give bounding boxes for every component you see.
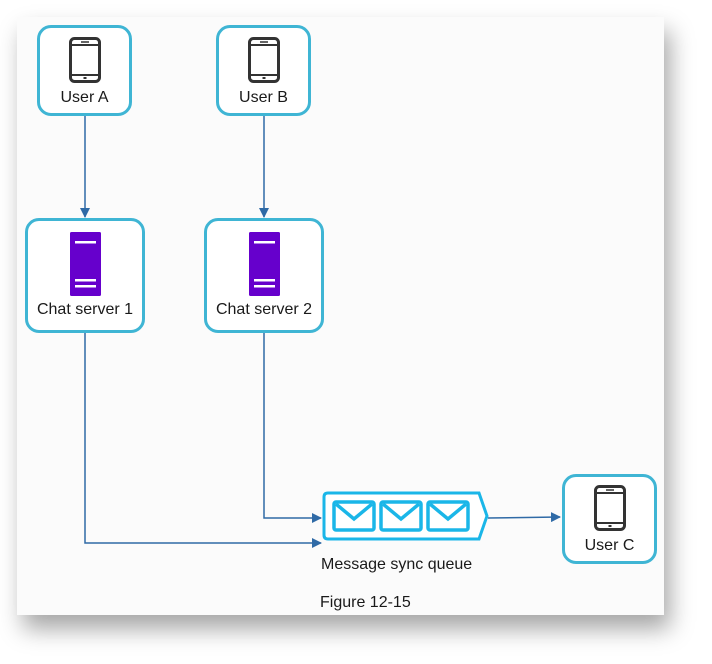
edge-chat-server-2-to-queue — [263, 333, 322, 523]
queue-label: Message sync queue — [321, 556, 473, 573]
mobile-phone-icon — [248, 37, 280, 83]
chat-server-2-node[interactable]: Chat server 2 — [204, 218, 324, 333]
chat-server-1-label: Chat server 1 — [36, 301, 134, 318]
envelope-icon — [426, 500, 470, 532]
envelope-icon — [332, 500, 376, 532]
chat-server-2-label: Chat server 2 — [215, 301, 313, 318]
user-c-node[interactable]: User C — [562, 474, 657, 564]
user-b-label: User B — [239, 89, 288, 106]
server-icon — [249, 232, 280, 296]
chat-server-1-node[interactable]: Chat server 1 — [25, 218, 145, 333]
server-icon — [70, 232, 101, 296]
edge-chat-server-1-to-queue — [84, 333, 322, 548]
user-a-label: User A — [60, 89, 109, 106]
figure-caption: Figure 12-15 — [320, 594, 411, 611]
envelope-icon — [379, 500, 423, 532]
edge-queue-to-user-c — [487, 512, 561, 523]
user-b-node[interactable]: User B — [216, 25, 311, 116]
mobile-phone-icon — [594, 485, 626, 531]
message-queue-icon[interactable] — [321, 490, 491, 542]
user-c-label: User C — [584, 537, 635, 554]
user-a-node[interactable]: User A — [37, 25, 132, 116]
mobile-phone-icon — [69, 37, 101, 83]
